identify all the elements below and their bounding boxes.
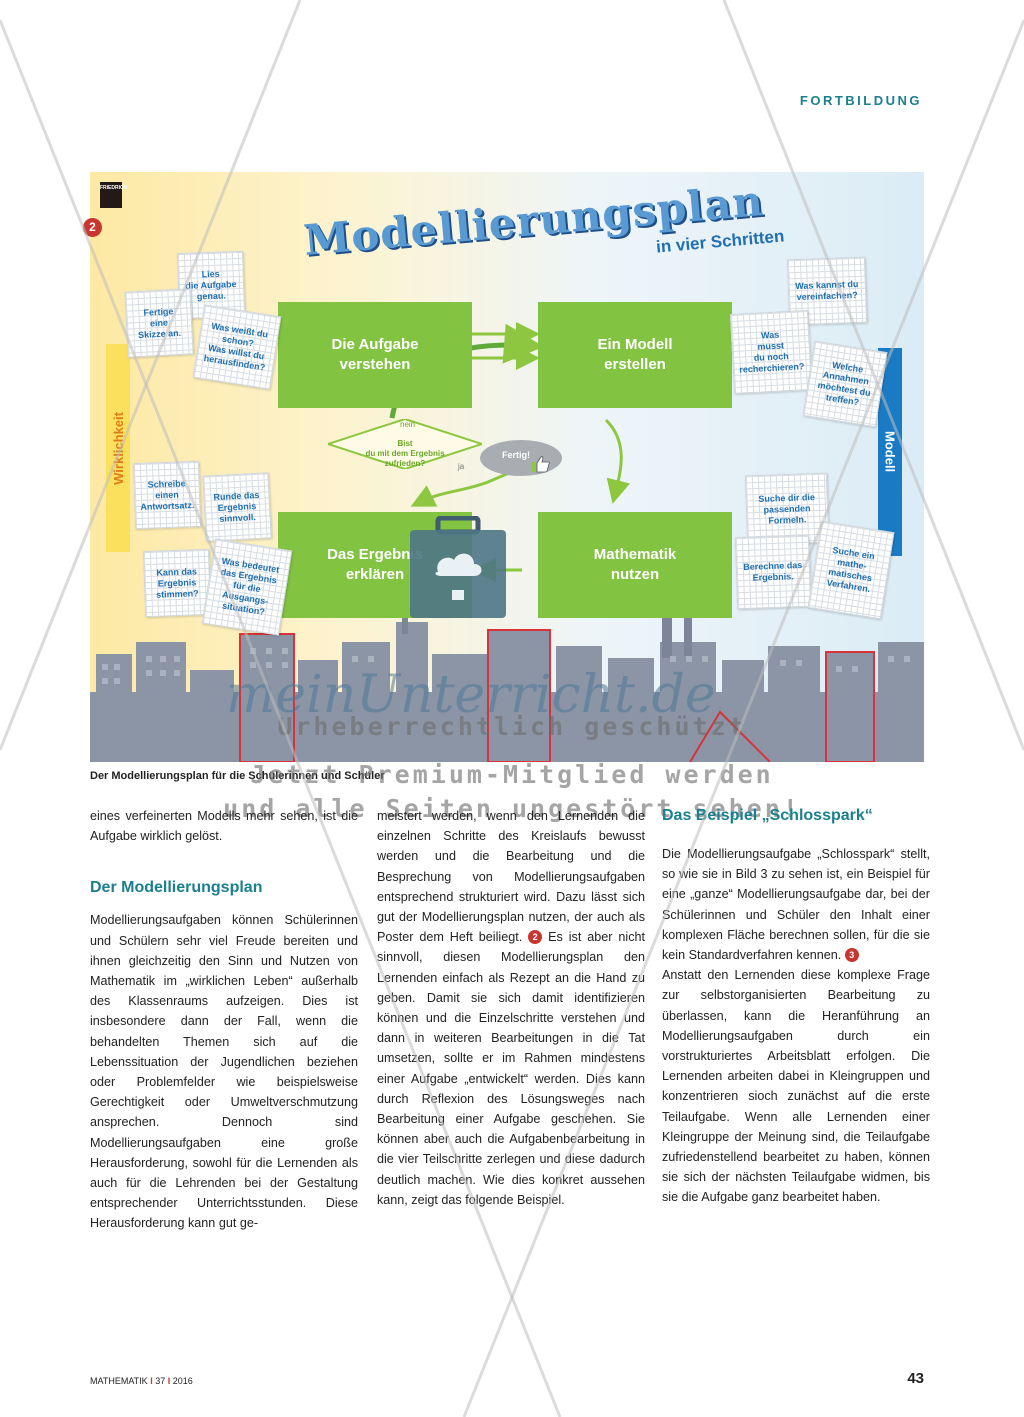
footer-journal: MATHEMATIK I 37 I 2016 <box>90 1376 193 1386</box>
col1-intro: eines verfeinerten Modells mehr sehen, i… <box>90 809 358 844</box>
col2-part1: meistert werden, wenn den Lernenden die … <box>377 809 645 945</box>
column-2: meistert werden, wenn den Lernenden die … <box>377 806 645 1210</box>
heading-example: Das Beispiel „Schlosspark“ <box>662 807 873 824</box>
col2-body: meistert werden, wenn den Lernenden die … <box>377 806 645 1210</box>
footer-year: 2016 <box>172 1376 193 1386</box>
note-sketch: Fertige eine Skizze an. <box>124 288 194 358</box>
figure-ref-2: 2 <box>528 930 543 945</box>
note-procedure: Suche ein mathe- matisches Verfahren. <box>807 520 895 620</box>
note-answer-sentence: Schreibe einen Antwortsatz. <box>132 460 202 530</box>
note-assumptions: Welche Annahmen möchtest du treffen? <box>802 340 888 428</box>
column-3: Das Beispiel „Schlosspark“ Die Modellier… <box>662 806 930 1208</box>
col3-part2: Anstatt den Lernenden diese komplexe Fra… <box>662 968 930 1205</box>
col3-part1: Die Modellierungsaufgabe „Schlosspark“ s… <box>662 847 930 963</box>
note-result-meaning: Was bedeutet das Ergebnis für die Ausgan… <box>201 538 293 636</box>
note-what-known: Was weißt du schon? Was willst du heraus… <box>192 304 282 390</box>
watermark-line-1: Urheberrechtlich geschützt <box>277 712 747 741</box>
decision-text: Bist du mit dem Ergebnis zufrieden? <box>365 439 445 468</box>
step-understand: Die Aufgabe verstehen <box>278 302 472 408</box>
done-text: Fertig! <box>502 450 530 460</box>
note-check-result: Kann das Ergebnis stimmen? <box>142 548 212 618</box>
note-research: Was musst du noch recherchieren? <box>729 310 813 394</box>
footer-sep-2: I <box>167 1376 171 1386</box>
col1-body: Modellierungsaufgaben können Schülerinne… <box>90 913 358 1231</box>
step-model: Ein Modell erstellen <box>538 302 732 408</box>
column-1: eines verfeinerten Modells mehr sehen, i… <box>90 806 358 1234</box>
label-no: nein <box>400 420 416 429</box>
briefcase-icon <box>410 516 506 618</box>
footer-sep-1: I <box>150 1376 153 1386</box>
figure-ref-3: 3 <box>844 948 859 963</box>
step-use-math: Mathematik nutzen <box>538 512 732 618</box>
figure-badge: 2 <box>83 218 102 237</box>
note-round-result: Runde das Ergebnis sinnvoll. <box>202 472 272 542</box>
watermark-line-2: Jetzt Premium-Mitglied werden <box>250 760 774 789</box>
col3-body: Die Modellierungsaufgabe „Schlosspark“ s… <box>662 844 930 1208</box>
section-label: FORTBILDUNG <box>799 93 922 108</box>
note-calculate: Berechne das Ergebnis. <box>734 534 812 610</box>
page-number: 43 <box>907 1370 924 1387</box>
heading-modelling-plan: Der Modellierungsplan <box>90 879 263 897</box>
thumbs-up-icon <box>532 456 550 473</box>
footer-issue: 37 <box>155 1376 166 1386</box>
label-yes: ja <box>458 462 465 471</box>
footer-journal-name: MATHEMATIK <box>90 1376 148 1386</box>
col2-part2: Es ist aber nicht sinnvoll, diesen Model… <box>377 930 645 1207</box>
